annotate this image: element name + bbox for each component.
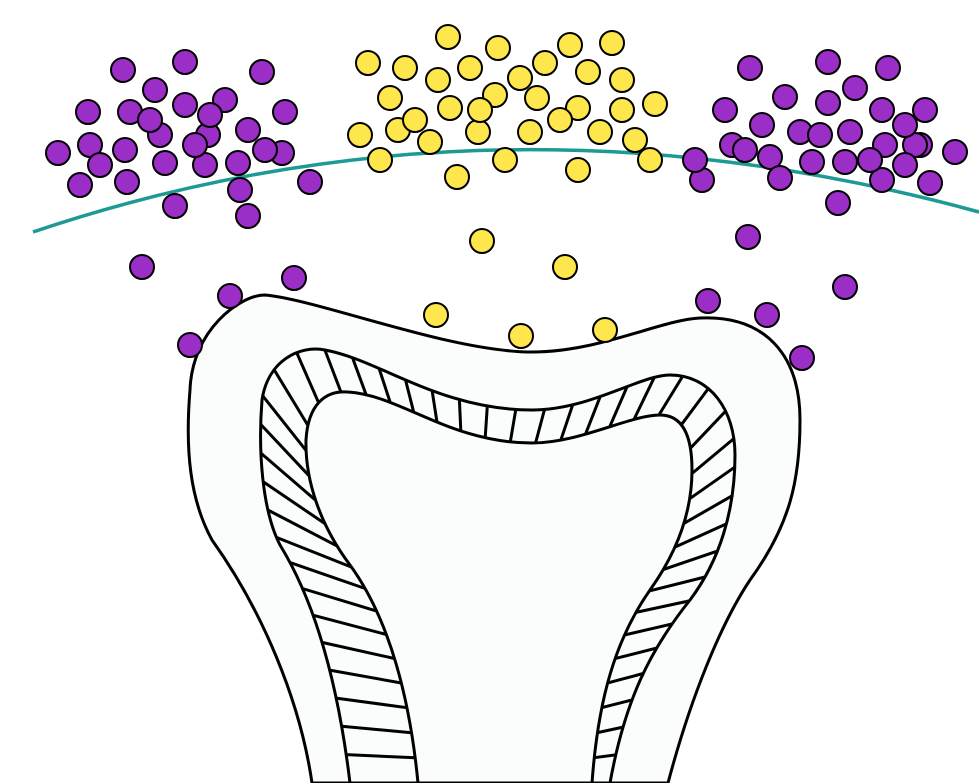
purple-cell xyxy=(773,85,797,109)
purple-cell xyxy=(253,138,277,162)
yellow-cell xyxy=(468,98,492,122)
purple-cell xyxy=(218,284,242,308)
purple-cell xyxy=(738,56,762,80)
yellow-cell xyxy=(348,123,372,147)
yellow-cell xyxy=(600,31,624,55)
yellow-cell xyxy=(566,158,590,182)
purple-cell xyxy=(228,178,252,202)
yellow-cell xyxy=(576,60,600,84)
yellow-cell xyxy=(368,148,392,172)
purple-cell xyxy=(153,151,177,175)
purple-cell xyxy=(816,50,840,74)
purple-cell xyxy=(768,166,792,190)
purple-cell xyxy=(826,191,850,215)
purple-cell xyxy=(893,153,917,177)
yellow-cell xyxy=(548,108,572,132)
purple-cell xyxy=(736,225,760,249)
purple-cell xyxy=(236,204,260,228)
yellow-cell xyxy=(518,120,542,144)
purple-cell xyxy=(790,346,814,370)
purple-cell xyxy=(111,58,135,82)
yellow-cell xyxy=(525,86,549,110)
purple-cell xyxy=(808,123,832,147)
purple-cell xyxy=(226,151,250,175)
purple-cell xyxy=(755,303,779,327)
yellow-cell xyxy=(610,98,634,122)
purple-cell xyxy=(273,100,297,124)
purple-cell xyxy=(696,289,720,313)
purple-cell xyxy=(833,150,857,174)
yellow-cell xyxy=(378,86,402,110)
purple-cell xyxy=(115,170,139,194)
purple-cell xyxy=(833,275,857,299)
yellow-cell xyxy=(508,66,532,90)
purple-cell xyxy=(68,173,92,197)
yellow-cell xyxy=(558,33,582,57)
yellow-cell xyxy=(393,56,417,80)
yellow-cell xyxy=(533,51,557,75)
yellow-cell xyxy=(403,108,427,132)
purple-cell xyxy=(143,78,167,102)
purple-cell xyxy=(178,333,202,357)
purple-cell xyxy=(858,148,882,172)
yellow-cell xyxy=(493,148,517,172)
yellow-cell xyxy=(509,324,533,348)
purple-cell xyxy=(183,133,207,157)
yellow-cell xyxy=(426,68,450,92)
purple-cell xyxy=(250,60,274,84)
yellow-cell xyxy=(623,128,647,152)
purple-cell xyxy=(750,113,774,137)
purple-cell xyxy=(713,98,737,122)
yellow-cell xyxy=(424,303,448,327)
enamel-segment-divider xyxy=(459,400,460,431)
yellow-cell xyxy=(466,120,490,144)
purple-cell xyxy=(800,150,824,174)
yellow-cell xyxy=(438,96,462,120)
purple-cell xyxy=(918,171,942,195)
yellow-cell xyxy=(593,318,617,342)
yellow-cell xyxy=(458,56,482,80)
purple-cell xyxy=(113,138,137,162)
purple-cell xyxy=(163,194,187,218)
purple-cell xyxy=(733,138,757,162)
yellow-cell xyxy=(436,25,460,49)
yellow-cell xyxy=(418,130,442,154)
enamel-segment-divider xyxy=(485,406,487,438)
yellow-cell xyxy=(638,148,662,172)
yellow-cell xyxy=(588,120,612,144)
purple-cell xyxy=(816,91,840,115)
purple-cell xyxy=(838,120,862,144)
yellow-cell xyxy=(470,229,494,253)
purple-cell xyxy=(870,98,894,122)
purple-cell xyxy=(893,113,917,137)
purple-cell xyxy=(236,118,260,142)
purple-cell xyxy=(138,108,162,132)
yellow-cell xyxy=(356,51,380,75)
purple-cell xyxy=(130,255,154,279)
purple-cell xyxy=(683,148,707,172)
purple-cell xyxy=(876,56,900,80)
purple-cell xyxy=(282,266,306,290)
purple-cell xyxy=(198,103,222,127)
purple-cell xyxy=(298,170,322,194)
purple-cell xyxy=(46,141,70,165)
yellow-cell xyxy=(610,68,634,92)
yellow-cell xyxy=(553,255,577,279)
yellow-cell xyxy=(445,165,469,189)
yellow-cell xyxy=(486,36,510,60)
purple-cell xyxy=(76,100,100,124)
purple-cell xyxy=(843,76,867,100)
purple-cell xyxy=(943,140,967,164)
yellow-cell xyxy=(643,92,667,116)
purple-cell xyxy=(173,93,197,117)
purple-cell xyxy=(173,50,197,74)
purple-cell xyxy=(88,153,112,177)
purple-cell xyxy=(913,98,937,122)
